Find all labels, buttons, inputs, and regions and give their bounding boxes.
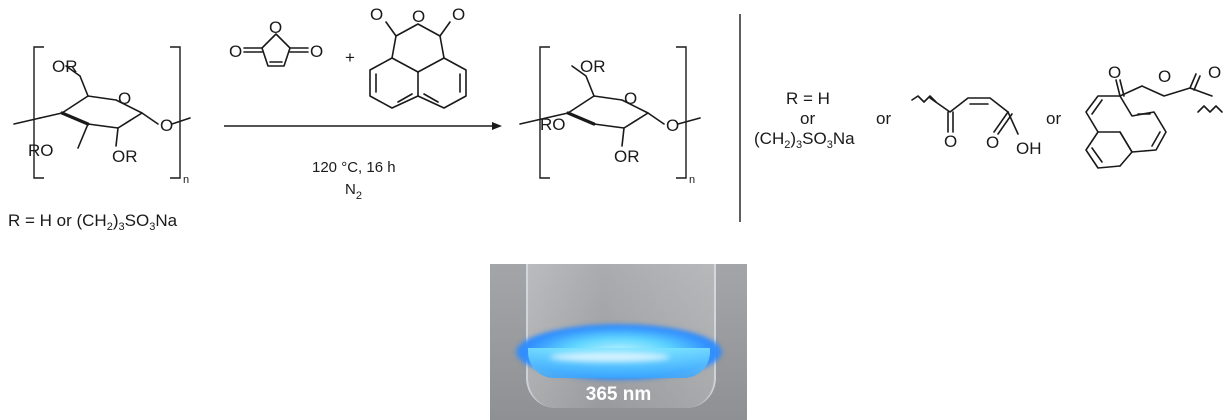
maleic-o-ring: O	[269, 18, 282, 37]
maleic-ring	[261, 33, 291, 67]
product-c2-bond	[621, 127, 625, 147]
naph-o-left: O	[370, 5, 383, 24]
product-atom-or-bottom: OR	[614, 147, 640, 166]
c1-bond	[141, 112, 159, 125]
c2-bond	[115, 127, 119, 147]
naphthalene-double-bonds	[375, 73, 461, 103]
maleate-acid-oh-bond	[1007, 111, 1019, 135]
r-option-h: R = H	[786, 89, 830, 108]
uv-vial-photo: 365 nm	[490, 264, 747, 420]
atom-or-top: OR	[52, 57, 78, 76]
naphthoyl-substituent-structure: O O O	[1085, 63, 1223, 169]
r-option-or: or	[800, 109, 815, 128]
anhydride-links	[391, 35, 445, 59]
repeat-subscript-n: n	[183, 174, 189, 186]
product-c6-bond	[571, 65, 595, 97]
anhydride-bridge	[395, 23, 441, 37]
product-left-chain-bond	[519, 112, 569, 125]
left-bracket	[33, 46, 44, 179]
atom-or-bottom: OR	[112, 147, 138, 166]
starting-polymer-structure: n OR O RO OR O	[13, 46, 191, 186]
atom-link-o: O	[160, 116, 173, 135]
product-right-chain-bond	[677, 117, 701, 125]
maleate-wavy-bond	[911, 95, 937, 103]
left-chain-bond	[13, 117, 41, 125]
maleic-o-left: O	[229, 42, 242, 61]
or-separator-1: or	[876, 109, 891, 128]
left-link	[39, 112, 63, 119]
product-atom-link-o: O	[666, 116, 679, 135]
naphthalene-outline-2	[1085, 95, 1121, 133]
maleate-acid-oh: OH	[1016, 139, 1042, 158]
product-ring-front-edge	[566, 111, 596, 126]
condition-temp-time: 120 °C, 16 h	[312, 159, 396, 176]
naphthoyl-carbonyl-1	[1115, 79, 1125, 97]
condition-atmosphere: N2	[345, 181, 362, 202]
product-atom-ro-left: RO	[540, 115, 566, 134]
naphthalene-inner-bonds	[1091, 99, 1161, 163]
naphthalene-fusion	[1119, 131, 1133, 167]
naphthoyl-o3: O	[1208, 63, 1221, 82]
c6-bond	[65, 65, 89, 97]
product-atom-ring-o: O	[624, 89, 637, 108]
reaction-arrow	[224, 122, 502, 130]
product-left-bracket	[539, 46, 550, 179]
c3-bond	[77, 123, 89, 149]
right-bracket	[170, 46, 181, 179]
naphthoyl-o2: O	[1158, 67, 1171, 86]
naphthoyl-wavy-bond	[1197, 105, 1223, 113]
maleic-o-right: O	[310, 42, 323, 61]
naphthalic-anhydride-structure: O O O	[369, 5, 467, 109]
naph-o-right: O	[452, 5, 465, 24]
product-c1-bond	[647, 112, 665, 125]
right-chain-bond	[171, 117, 191, 125]
maleate-ketone	[947, 111, 954, 133]
product-polymer-structure: n OR O RO OR O	[519, 46, 701, 186]
atom-ring-o: O	[118, 89, 131, 108]
naphthalene-rings	[369, 57, 467, 109]
naphthoyl-carbonyl-2	[1189, 73, 1201, 91]
r-option-sulfopropyl: (CH2)3SO3Na	[754, 129, 855, 151]
wavelength-label: 365 nm	[585, 384, 652, 405]
meniscus-shine	[550, 352, 670, 362]
naph-o-middle: O	[412, 7, 425, 26]
maleate-ketone-o: O	[944, 132, 957, 151]
or-separator-2: or	[1046, 109, 1061, 128]
naphthoyl-anhydride-chain	[1119, 85, 1213, 97]
product-right-bracket	[676, 46, 687, 179]
plus-sign: +	[345, 48, 355, 67]
maleate-acid-o: O	[986, 133, 999, 152]
atom-ro-left: RO	[28, 141, 54, 160]
ring-front-edge	[60, 111, 90, 126]
r-definition: R = H or (CH2)3SO3Na	[8, 211, 178, 233]
anhydride-carbonyls	[385, 21, 451, 37]
product-repeat-subscript-n: n	[689, 174, 695, 186]
maleic-anhydride-structure: O O O	[229, 18, 323, 67]
product-atom-or-top: OR	[580, 57, 606, 76]
naphthoyl-o1: O	[1108, 63, 1121, 82]
maleate-chain	[929, 97, 1009, 113]
maleate-substituent-structure: O O OH	[911, 95, 1042, 158]
